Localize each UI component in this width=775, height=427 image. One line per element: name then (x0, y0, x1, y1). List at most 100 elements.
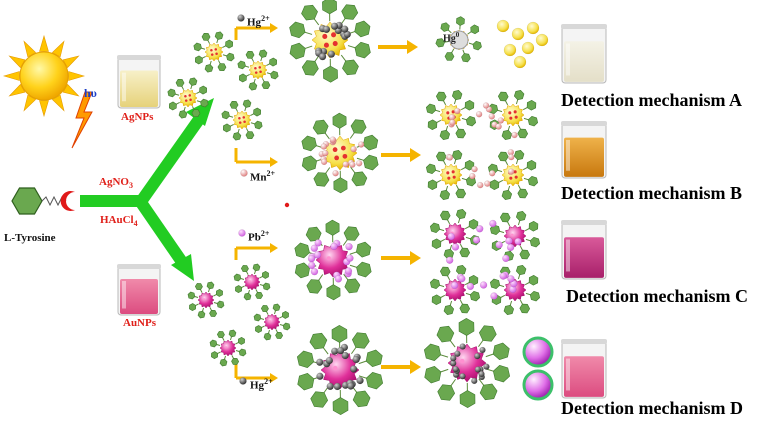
ligand-hexagon (249, 83, 257, 91)
aunps-label: AuNPs (123, 317, 156, 329)
branch-head (270, 243, 278, 253)
ligand-hexagon (473, 41, 482, 50)
pb-ion (311, 268, 318, 275)
ligand-hexagon (456, 129, 466, 138)
ligand-hexagon (302, 156, 317, 171)
haucl4-text: HAuCl (100, 214, 134, 226)
ligand-hexagon (364, 155, 379, 170)
ligand-hexagon (528, 116, 538, 126)
ligand-hexagon (456, 17, 464, 26)
mn-ion (477, 182, 483, 188)
agno3-label: AgNO3 (99, 176, 133, 190)
sun-disc (20, 52, 68, 100)
ligand-hexagon (351, 120, 366, 134)
surface-site (327, 256, 331, 260)
hg-ion (347, 383, 354, 390)
ligand-hexagon (276, 332, 283, 338)
ligand-hexagon (223, 124, 230, 132)
mechanism-a-vial (561, 24, 607, 83)
light-hv-label: hυ (84, 86, 97, 101)
aggregated-aunp (430, 265, 479, 314)
hg-ion (316, 359, 323, 366)
hg-shell-atom (453, 366, 459, 372)
surface-site (446, 171, 449, 174)
hg-shell-atom (474, 353, 480, 359)
ligand-hexagon (222, 111, 230, 119)
vial-highlight (566, 359, 570, 391)
ligand-hexagon (460, 391, 475, 408)
ligand-hexagon (333, 113, 346, 128)
surface-site (210, 49, 213, 52)
vial-highlight (122, 281, 126, 309)
mn-ion (449, 120, 455, 126)
ligand-hexagon (516, 211, 526, 221)
ligand-label: L-Tyrosine (4, 232, 56, 244)
ligand-hexagon (295, 263, 310, 278)
surface-site (509, 117, 512, 120)
surface-site (447, 177, 450, 180)
ligand-hexagon (352, 333, 369, 349)
surface-site (515, 116, 518, 119)
ligand-hexagon (273, 304, 280, 311)
ligand-hexagon (232, 358, 239, 364)
ligand-hexagon (520, 250, 530, 259)
nanoparticle-core (205, 43, 223, 61)
ligand-hexagon (192, 110, 200, 117)
ligand-hexagon (238, 337, 244, 344)
pb-ion (451, 282, 458, 289)
ligand-hexagon (460, 248, 470, 257)
ligand-hexagon (297, 351, 313, 368)
mn-ion (330, 137, 336, 143)
pb-ion (507, 244, 514, 251)
ligand-hexagon (432, 295, 441, 305)
vial-rim (561, 24, 607, 29)
ligand-hexagon (355, 21, 370, 37)
ag-ion (497, 20, 509, 32)
upper-shaft (140, 118, 200, 203)
ligand-hexagon (334, 178, 347, 193)
hg-ion (331, 23, 338, 30)
arrow-mechanism-d (381, 360, 421, 374)
ligand-hexagon (470, 291, 480, 301)
ligand-hexagon (479, 326, 496, 342)
arrow-head (410, 148, 421, 162)
ligand-hexagon (363, 135, 378, 150)
ligand-hexagon (307, 280, 322, 294)
ligand-hexagon (440, 190, 450, 200)
surface-site (255, 71, 258, 74)
surface-site (269, 320, 271, 322)
hg-ion-bottom-label: Hg2+ (250, 377, 273, 392)
aggregated-aunp (490, 211, 539, 260)
surface-site (515, 176, 518, 179)
branch-arrow-mn (236, 148, 278, 167)
pb-ion-label: Pb2+ (248, 229, 269, 244)
nanoparticle-core (502, 104, 524, 126)
ligand-hexagon (462, 54, 471, 62)
mechanism-d-vial (561, 339, 607, 398)
mn-ion (483, 103, 489, 109)
ligand-hexagon (520, 304, 530, 313)
mn-text: Mn (250, 172, 267, 184)
ligand-hexagon (205, 65, 213, 73)
surface-site (259, 66, 262, 69)
ligand-hexagon (436, 152, 446, 161)
ligand-hexagon (198, 311, 205, 318)
gold-nanoparticle (210, 330, 246, 366)
ligand-hexagon (516, 265, 526, 275)
haucl4-label: HAuCl4 (100, 214, 138, 228)
mn-ion (496, 123, 502, 129)
ligand-hexagon (518, 189, 528, 198)
ligand-hexagon (235, 286, 241, 293)
mechanism-c-vial (561, 220, 607, 279)
surface-site (446, 111, 449, 114)
mechanism-a-label: Detection mechanism A (561, 90, 742, 111)
ligand-hexagon (310, 333, 327, 349)
surface-site (225, 346, 227, 348)
vial-rim (117, 264, 161, 269)
ligand-hexagon (311, 392, 328, 408)
vial-rim (561, 121, 607, 126)
ligand-hexagon (529, 275, 538, 285)
ligand-hexagon (176, 79, 184, 86)
hg-shell-atom (479, 347, 485, 353)
